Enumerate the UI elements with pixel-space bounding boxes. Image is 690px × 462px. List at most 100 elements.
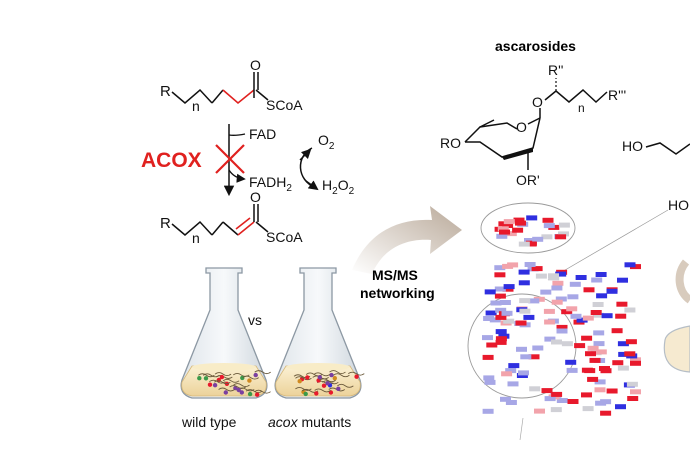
- network-node: [582, 315, 594, 321]
- culture-dot: [212, 383, 218, 388]
- culture-dot: [303, 391, 308, 397]
- culture-dot: [223, 390, 228, 395]
- network-node: [494, 272, 506, 278]
- network-node: [551, 339, 562, 345]
- network-node: [495, 336, 507, 342]
- ring-top-edge: [464, 122, 518, 143]
- network-node: [518, 280, 530, 286]
- right-partial-structures: HO HO: [622, 138, 690, 373]
- methyl-bond: [479, 119, 495, 128]
- network-node: [592, 302, 604, 307]
- network-node: [550, 407, 562, 413]
- network-node: [516, 373, 528, 378]
- culture-dot: [239, 390, 244, 395]
- culture-dot: [332, 376, 337, 381]
- network-node: [505, 368, 517, 374]
- network-node: [624, 307, 636, 313]
- network-node: [555, 296, 567, 302]
- network-node: [499, 300, 511, 305]
- network-node: [595, 272, 607, 277]
- culture-dot: [219, 374, 225, 380]
- substrate-molecule: R O SCoA n: [160, 57, 303, 114]
- culture-dot: [255, 392, 260, 397]
- network-node: [566, 367, 578, 373]
- substrate-red-bond: [222, 89, 255, 105]
- network-node: [606, 288, 618, 294]
- network-node: [515, 320, 527, 326]
- worm: [313, 372, 331, 377]
- network-node: [535, 273, 547, 279]
- network-node: [499, 229, 510, 235]
- substrate-c-s-bond: [255, 89, 269, 101]
- network-node: [551, 299, 563, 305]
- worm: [333, 373, 350, 378]
- network-node: [507, 381, 519, 387]
- culture-dot: [314, 391, 319, 396]
- culture-worms: [197, 370, 365, 397]
- culture-dot: [305, 375, 310, 380]
- network-node: [503, 219, 515, 225]
- callout-line: [547, 209, 669, 281]
- network-node: [593, 330, 605, 336]
- network-node: [576, 317, 588, 323]
- network-node: [495, 307, 507, 313]
- network-node: [567, 399, 579, 404]
- culture-dot: [297, 379, 302, 384]
- network-node: [501, 310, 513, 316]
- network-node: [630, 360, 641, 366]
- network-node: [625, 339, 637, 345]
- network-node: [612, 360, 624, 366]
- ring-o-c1: [527, 117, 541, 125]
- network-node: [544, 336, 556, 342]
- network-node: [494, 265, 506, 271]
- network-node: [495, 314, 507, 320]
- networking-label: networking: [360, 285, 435, 301]
- network-node: [529, 386, 541, 392]
- product-c-s-bond: [255, 221, 269, 233]
- substrate-chain-mid: [211, 89, 224, 104]
- molecular-network: [482, 215, 641, 416]
- network-node: [582, 406, 594, 412]
- network-node: [494, 293, 506, 299]
- network-node: [543, 223, 555, 229]
- worm: [254, 370, 271, 375]
- network-node: [552, 280, 564, 286]
- network-node: [503, 284, 515, 290]
- network-node: [592, 312, 604, 318]
- network-node: [606, 388, 618, 394]
- network-node: [502, 286, 514, 292]
- network-node: [570, 313, 582, 319]
- r-triple-prime: R''': [608, 87, 626, 103]
- worm: [218, 387, 235, 392]
- network-node: [594, 379, 606, 385]
- network-node: [519, 308, 531, 314]
- product-carbonyl-o: O: [250, 189, 261, 205]
- network-node: [556, 324, 568, 330]
- network-node: [508, 363, 520, 369]
- network-node: [482, 354, 494, 360]
- acox-label: ACOX: [141, 149, 202, 172]
- network-node: [556, 328, 568, 334]
- substrate-carbonyl-o: O: [250, 57, 261, 73]
- network-node: [525, 241, 537, 247]
- network-node: [555, 234, 567, 240]
- culture-dot: [247, 391, 253, 397]
- substrate-n: n: [192, 98, 200, 114]
- network-node: [484, 379, 496, 385]
- culture-dot: [329, 372, 334, 378]
- network-node: [528, 354, 540, 360]
- network-node: [595, 400, 607, 406]
- network-node: [581, 392, 592, 398]
- network-node: [611, 328, 623, 334]
- worm: [222, 378, 240, 383]
- network-node: [581, 367, 593, 373]
- network-node: [502, 263, 514, 269]
- cluster-ellipse-top: [480, 202, 576, 254]
- network-node: [615, 313, 627, 319]
- network-node: [544, 396, 556, 402]
- network-node: [594, 387, 606, 393]
- network-node: [520, 354, 532, 360]
- worm: [198, 373, 215, 378]
- vs-label: vs: [248, 312, 262, 328]
- product-chain-left: [171, 220, 213, 236]
